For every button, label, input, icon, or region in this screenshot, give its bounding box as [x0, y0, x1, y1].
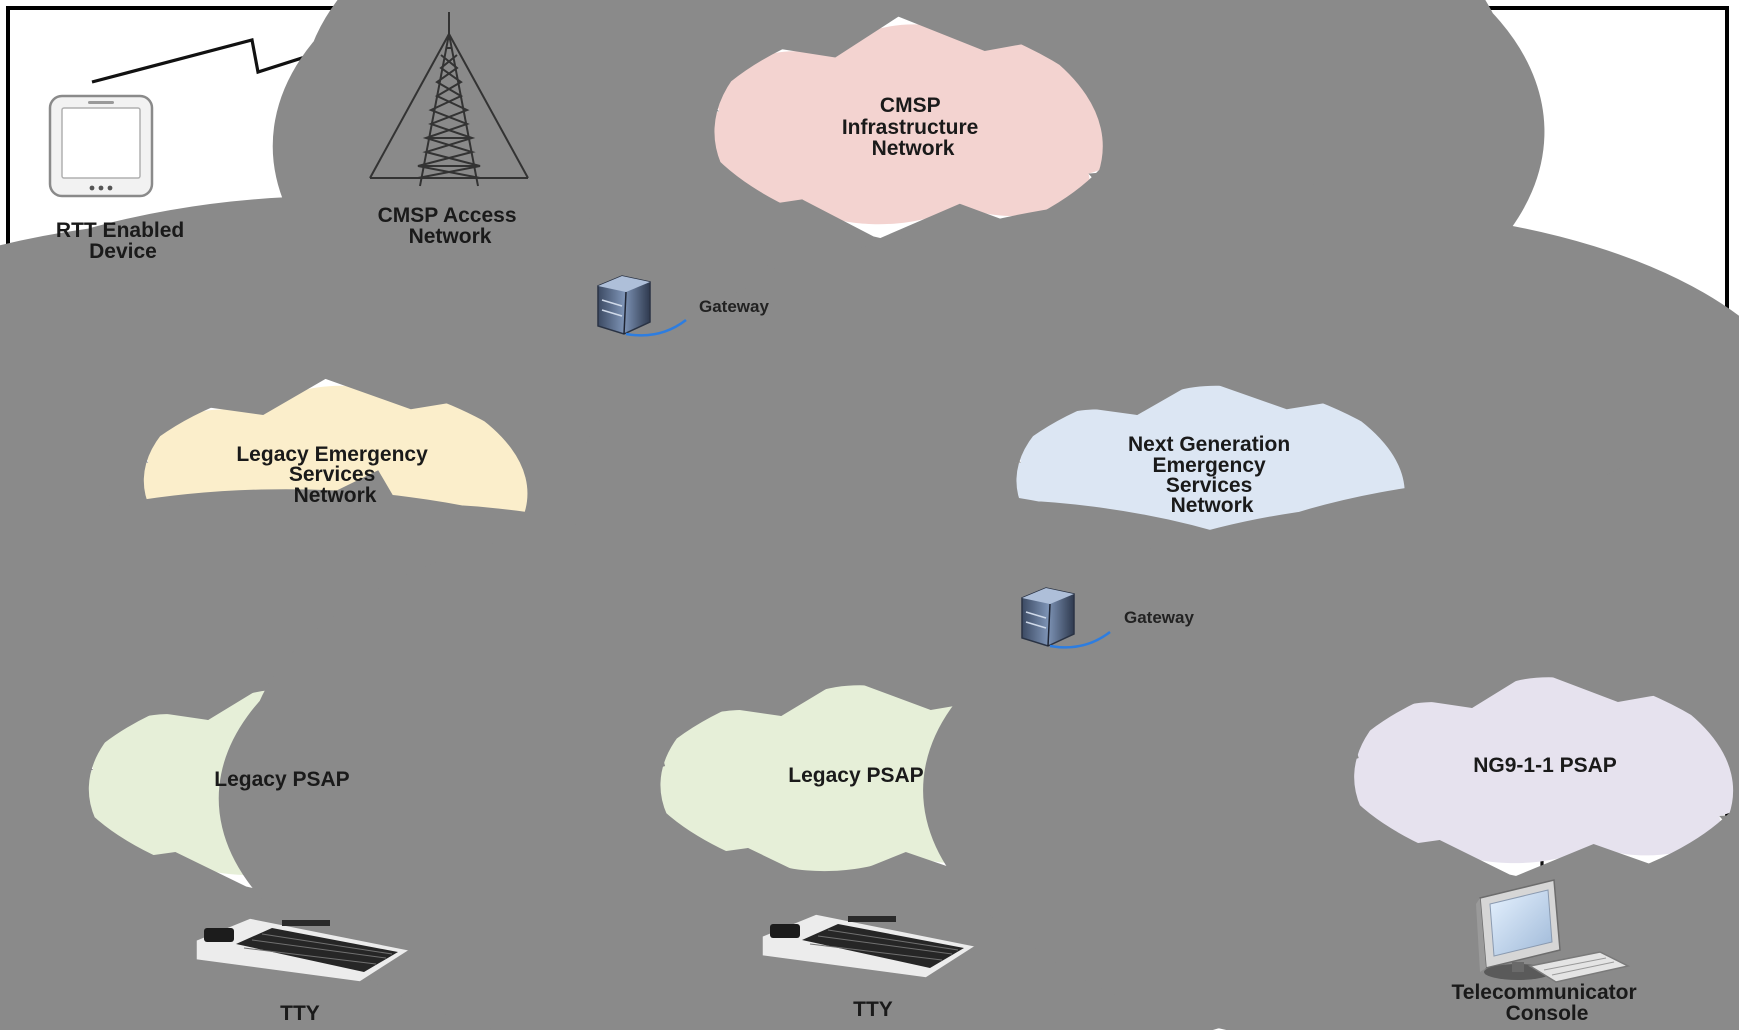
label-line: Network	[294, 484, 377, 507]
label-line: CMSP	[880, 94, 941, 117]
server-icon	[597, 275, 687, 337]
cloud-label-legacy-psap-1: Legacy PSAP	[214, 768, 349, 791]
label-line: Network	[872, 137, 955, 160]
label-line: Console	[1506, 1002, 1589, 1025]
label-line: Infrastructure	[842, 116, 979, 139]
server-icon	[1021, 587, 1111, 649]
cloud-label-cmsp: CMSP Infrastructure Network	[842, 94, 984, 160]
cell-tower-icon	[369, 12, 529, 187]
label-line: CMSP Access	[378, 204, 517, 227]
cloud-label-legacy-psap-2: Legacy PSAP	[788, 764, 923, 787]
tty-label: TTY	[853, 998, 893, 1021]
tty-keyboard-icon	[761, 913, 978, 979]
cloud-label-ng-esn: Next Generation Emergency Services Netwo…	[1128, 433, 1296, 517]
gateway-label: Gateway	[1124, 608, 1194, 627]
cmsp-access-label: CMSP Access Network	[378, 204, 523, 248]
computer-monitor-icon	[1476, 879, 1631, 983]
console-label: Telecommunicator Console	[1452, 981, 1643, 1025]
label-line: Network	[409, 225, 492, 248]
label-line: Services	[289, 463, 375, 486]
cloud-label-legacy-esn: Legacy Emergency Services Network	[236, 443, 433, 507]
label-line: Emergency	[1152, 454, 1266, 477]
tty-label: TTY	[280, 1002, 320, 1025]
label-line: Device	[89, 240, 157, 263]
label-line: Services	[1166, 474, 1252, 497]
label-line: RTT Enabled	[56, 219, 184, 242]
label-line: Next Generation	[1128, 433, 1290, 456]
tty-keyboard-icon	[195, 917, 412, 983]
smartphone-icon	[48, 94, 154, 198]
label-line: Telecommunicator	[1452, 981, 1637, 1004]
label-line: Network	[1171, 494, 1254, 517]
gateway-label: Gateway	[699, 297, 769, 316]
rtt-device-label: RTT Enabled Device	[56, 219, 190, 263]
cloud-label-ng911-psap: NG9-1-1 PSAP	[1473, 754, 1617, 777]
label-line: Legacy Emergency	[236, 443, 428, 466]
